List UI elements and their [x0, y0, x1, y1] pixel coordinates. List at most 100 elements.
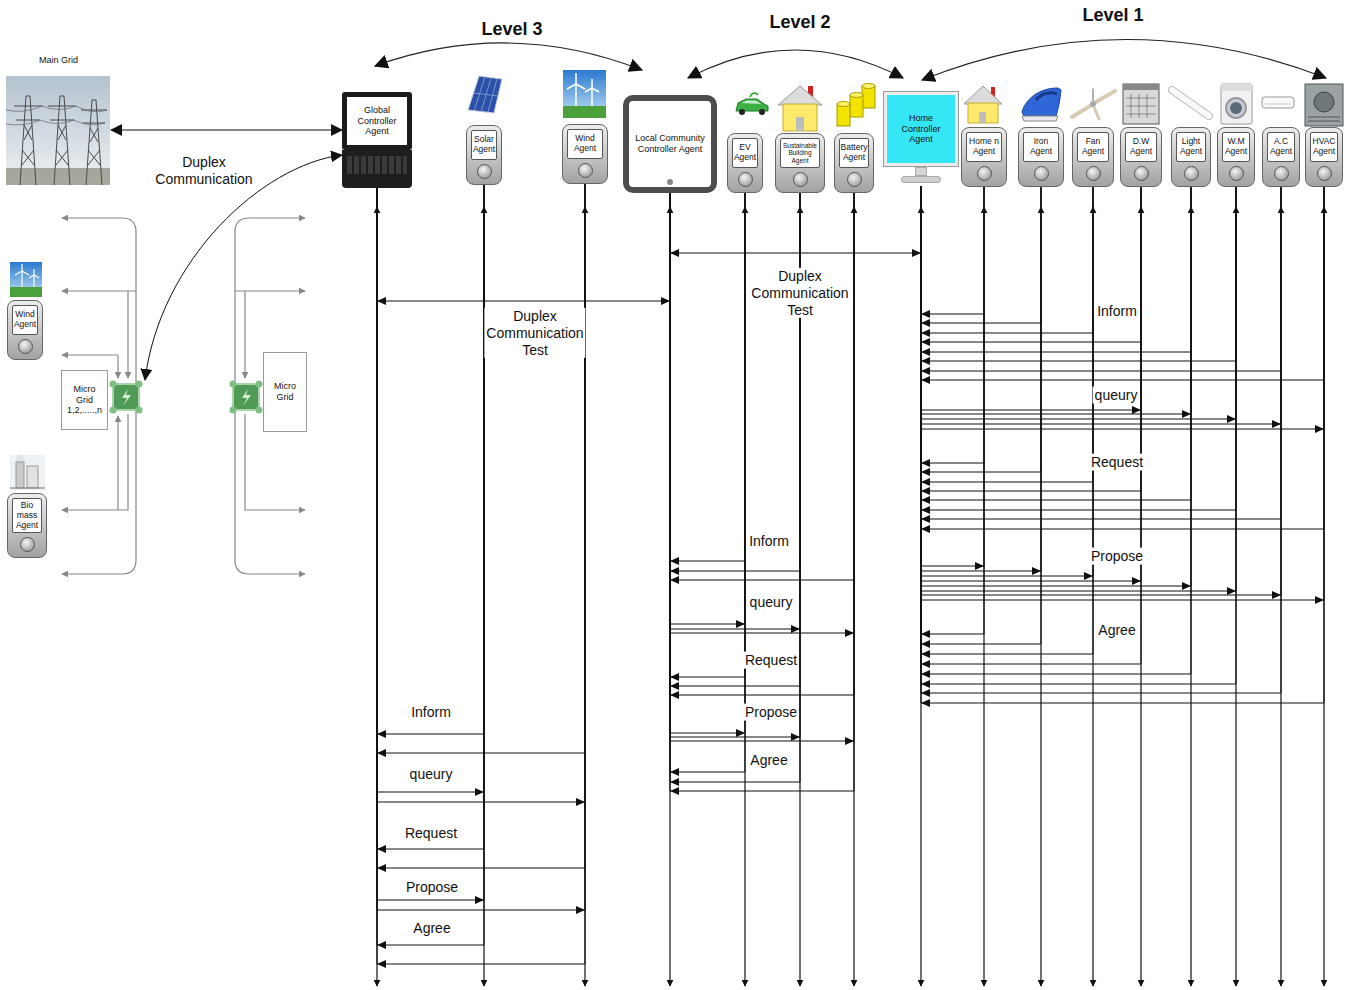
- message-label: Agree: [748, 752, 789, 769]
- wind-farm-icon: [15, 264, 39, 287]
- pda-button: [1184, 166, 1199, 181]
- message-arrow: [921, 186, 1093, 337]
- mg2-node: Micro Grid: [229, 352, 307, 432]
- pda-screen: HVAC Agent: [1310, 132, 1338, 162]
- message-arrow: [921, 186, 1324, 707]
- building-icon: [778, 86, 822, 131]
- message-line: [921, 186, 1236, 591]
- main-grid-picture: [6, 106, 107, 112]
- microgrid-box: Micro Grid 1,2,.....,n: [61, 370, 108, 430]
- pda-node: Light Agent: [1171, 127, 1211, 187]
- iron-icon: [1022, 88, 1061, 121]
- home-icon: [964, 86, 1002, 104]
- microgrid-icon: [122, 389, 131, 406]
- message-arrow: [377, 184, 585, 872]
- img-node: Main Grid: [6, 55, 111, 186]
- message-arrow: [921, 186, 1141, 346]
- battery-icon: [862, 86, 875, 108]
- fan-icon: [1092, 89, 1094, 101]
- home-icon: [968, 103, 998, 123]
- wind-farm-icon: [10, 262, 42, 297]
- main-grid-picture: [6, 168, 110, 185]
- message-arrow: [145, 155, 342, 380]
- monitor-stand: [901, 176, 941, 183]
- pda-node: Bio mass Agent: [7, 493, 47, 558]
- pda-screen: Wind Agent: [12, 305, 38, 335]
- hvac-icon: [1314, 92, 1334, 112]
- message-arrow: [921, 186, 1041, 648]
- message-arrow: [670, 193, 745, 628]
- pda-screen: EV Agent: [732, 138, 758, 168]
- message-arrow: [377, 185, 484, 853]
- fan-icon: [1090, 101, 1096, 107]
- agent-label: Battery Agent: [841, 143, 868, 163]
- message-line: [921, 186, 1191, 500]
- building-icon: [783, 104, 817, 131]
- message-line: [921, 186, 1236, 510]
- message-line: [921, 186, 1141, 581]
- message-line: [670, 193, 854, 741]
- message-line: [670, 193, 854, 791]
- agent-label: Iron Agent: [1025, 137, 1057, 157]
- biomass-icon: [27, 466, 38, 488]
- agent-label: Micro Grid 1,2,.....,n: [64, 384, 105, 416]
- pda-button: [847, 172, 862, 187]
- message-line: [921, 186, 1093, 333]
- message-arrow: [921, 186, 1236, 365]
- message-arrow: [921, 186, 1281, 697]
- washing-machine-icon: [1221, 84, 1252, 91]
- microgrid-icon: [233, 384, 259, 410]
- message-line: [921, 186, 1141, 664]
- message-line: [377, 188, 670, 301]
- main-grid-picture: [6, 76, 110, 185]
- pda-button: [20, 537, 35, 552]
- biomass-icon: [16, 462, 24, 488]
- message-arrow: [921, 186, 1141, 668]
- message-line: [921, 186, 1281, 693]
- wind-farm-icon: [563, 70, 606, 118]
- building-icon: [778, 86, 822, 105]
- message-line: [921, 186, 1141, 410]
- message-arrow: [921, 186, 1324, 604]
- message-arrow: [377, 184, 585, 968]
- message-line: [670, 193, 800, 629]
- light-tube-icon: [1172, 90, 1209, 116]
- message-line: [921, 186, 1281, 424]
- pda-node: Wind Agent: [562, 124, 608, 184]
- message-line: [921, 186, 1324, 529]
- microgrid-wiring: [117, 416, 118, 510]
- agent-label: Wind Agent: [569, 134, 601, 154]
- message-line: [670, 193, 854, 695]
- main-grid-picture: [81, 100, 107, 185]
- monitor-stand: [915, 167, 927, 176]
- message-line: [921, 186, 1191, 586]
- message-line: [921, 186, 1041, 472]
- mg1-node: Micro Grid 1,2,.....,n: [61, 370, 145, 432]
- pda-button: [1034, 166, 1049, 181]
- lifeline: [377, 207, 1324, 986]
- microgrid-icon: [256, 381, 263, 388]
- message-arrow: [921, 186, 1236, 423]
- message-line: [921, 186, 1324, 703]
- pda-node: HVAC Agent: [1305, 127, 1343, 187]
- message-arrow: [921, 186, 1324, 533]
- biomass-icon: [10, 455, 45, 490]
- agent-label: Wind Agent: [14, 310, 36, 330]
- message-arrow: [670, 193, 854, 745]
- message-label: Propose: [1089, 548, 1145, 565]
- message-label: queury: [748, 594, 795, 611]
- agent-label: Light Agent: [1178, 137, 1204, 157]
- message-label: Inform: [747, 533, 791, 550]
- message-line: [670, 193, 745, 772]
- pda-button: [1134, 166, 1149, 181]
- message-arrow: [670, 193, 745, 565]
- agent-label: D.W Agent: [1127, 137, 1155, 157]
- message-arrow: [670, 193, 800, 575]
- wind-farm-icon: [10, 262, 42, 297]
- message-line: [921, 186, 1324, 380]
- message-arrow: [670, 193, 745, 681]
- message-label: Duplex Communication Test: [484, 308, 585, 358]
- message-label: Duplex Communication: [153, 154, 254, 188]
- agent-label: Micro Grid: [266, 381, 304, 403]
- microgrid-wiring: [62, 354, 118, 355]
